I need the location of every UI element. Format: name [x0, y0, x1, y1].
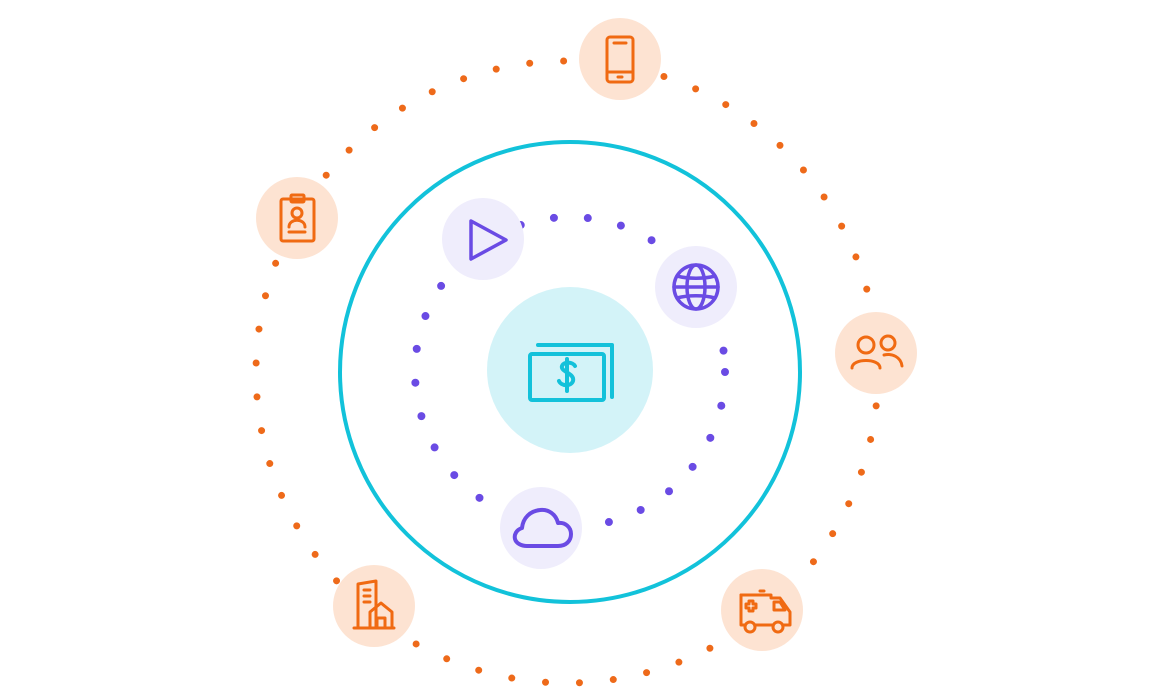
outer-node-buildings: [333, 565, 415, 647]
outer-node-background: [835, 312, 917, 394]
outer-node-ambulance: [721, 569, 803, 651]
id-badge-icon: [279, 193, 316, 243]
outer-node-people: [835, 312, 917, 394]
outer-node-background: [721, 569, 803, 651]
inner-node-background: [500, 487, 582, 569]
people-group-icon: [850, 334, 904, 370]
office-buildings-icon: [352, 579, 396, 630]
ambulance-icon: [739, 589, 792, 634]
cloud-icon: [512, 507, 573, 548]
inner-node-cloud: [500, 487, 582, 569]
globe-icon: [672, 263, 720, 311]
middle-solid-ring: [338, 140, 802, 604]
center-node: [487, 287, 653, 453]
outer-node-smartphone: [579, 18, 661, 100]
play-icon: [469, 219, 508, 261]
outer-node-background: [579, 18, 661, 100]
inner-node-play: [442, 198, 524, 280]
smartphone-icon: [605, 35, 635, 84]
money-bills-icon: [528, 343, 614, 402]
inner-dotted-orbit: [411, 213, 729, 531]
inner-node-globe: [655, 246, 737, 328]
outer-node-id-badge: [256, 177, 338, 259]
outer-node-background: [333, 565, 415, 647]
inner-node-background: [442, 198, 524, 280]
center-node-background: [487, 287, 653, 453]
